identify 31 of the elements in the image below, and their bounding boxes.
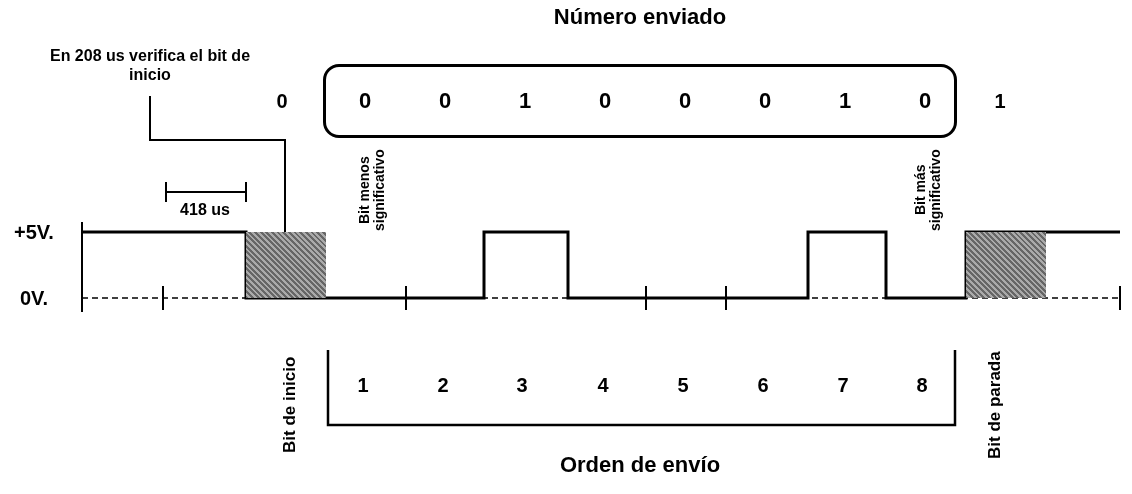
order-number: 1	[357, 374, 369, 396]
order-number: 5	[677, 374, 689, 396]
order-number: 7	[837, 374, 849, 396]
bit-value: 1	[994, 90, 1006, 112]
bit-digit: 0	[678, 88, 692, 114]
bit-digit: 0	[438, 88, 452, 114]
bracket-label: Orden de envío	[559, 453, 721, 477]
voltage-label: +5V.	[14, 221, 54, 243]
dimension-label: 418 us	[180, 201, 230, 219]
order-number: 3	[516, 374, 528, 396]
order-number: 8	[916, 374, 928, 396]
bit-digit: 1	[838, 88, 852, 114]
bit-digit: 0	[358, 88, 372, 114]
heading: Número enviado	[553, 4, 727, 30]
bit-annotation: Bit más significativo	[913, 148, 943, 233]
bit-annotation: Bit de inicio	[281, 355, 299, 456]
bit-digit: 0	[918, 88, 932, 114]
start-bit-block	[246, 232, 326, 298]
bit-annotation: Bit de parada	[986, 350, 1004, 461]
leader-line	[149, 95, 286, 233]
voltage-label: 0V.	[19, 287, 49, 309]
callout-text: En 208 us verifica el bit de inicio	[40, 46, 260, 92]
order-number: 2	[437, 374, 449, 396]
bit-digit: 0	[598, 88, 612, 114]
bit-digit: 0	[758, 88, 772, 114]
order-number: 6	[757, 374, 769, 396]
bit-annotation: Bit menos significativo	[357, 148, 387, 233]
bit-value: 0	[276, 90, 288, 112]
stop-bit-block	[966, 232, 1046, 298]
order-number: 4	[597, 374, 609, 396]
bit-digit: 1	[518, 88, 532, 114]
